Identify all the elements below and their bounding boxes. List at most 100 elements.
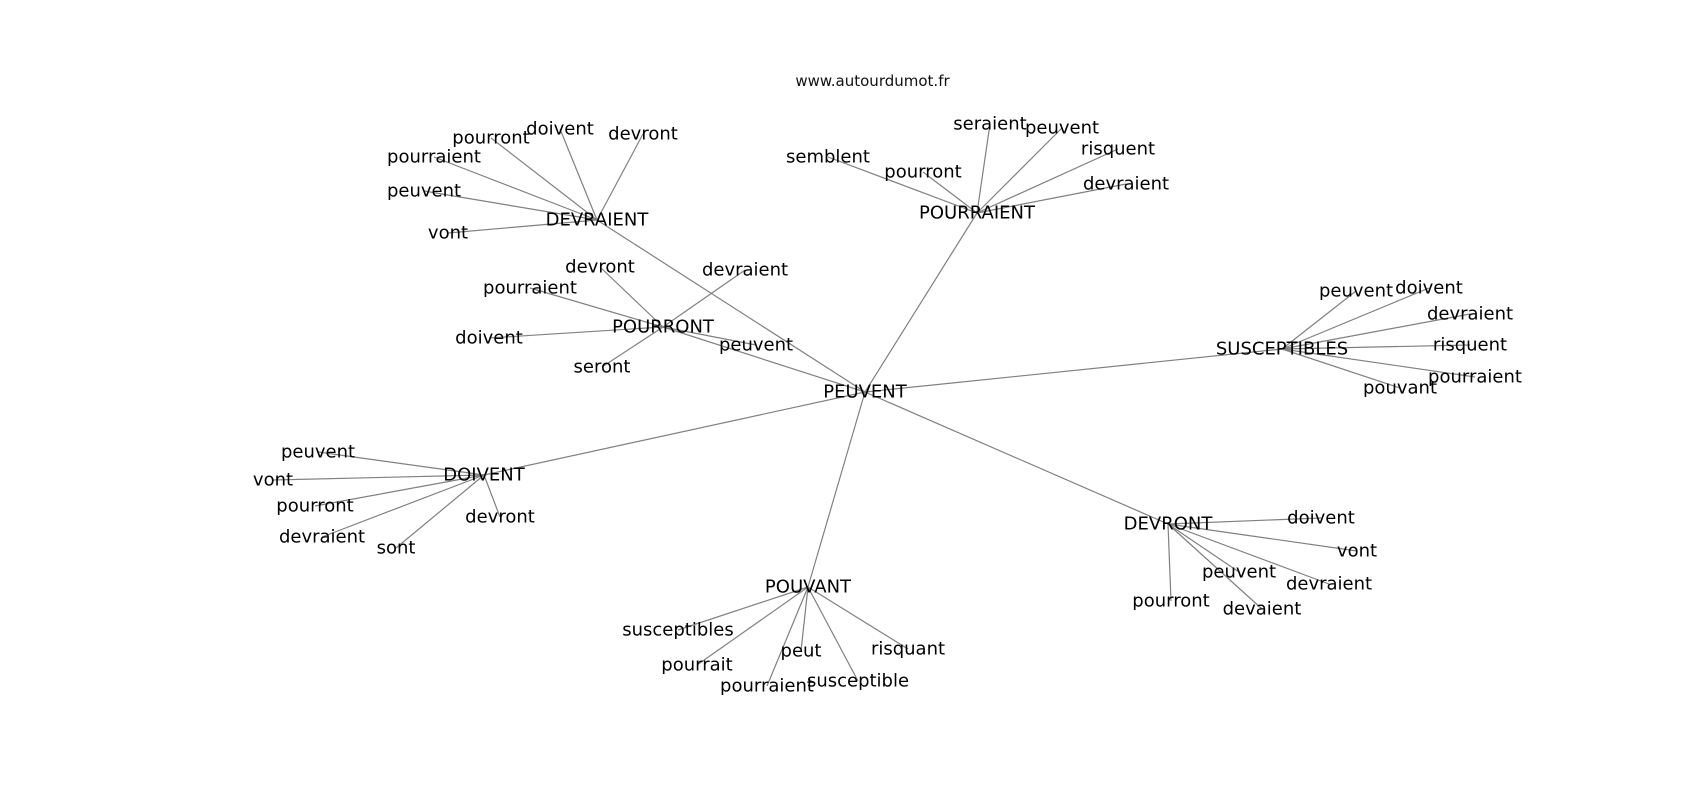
leaf-node-devront-4: pourront [1132, 591, 1209, 612]
edge-pouvant-susceptibles [677, 586, 809, 631]
edge-pourront-devraient [662, 269, 746, 328]
leaf-node-susceptibles-3: risquent [1433, 335, 1507, 356]
leaf-node-devront-1: vont [1337, 541, 1377, 562]
edge-pouvant-susceptible [807, 586, 859, 682]
edge-center-devraient [596, 219, 866, 393]
edge-doivent-peuvent [317, 451, 485, 476]
source-url-label: www.autourdumot.fr [795, 72, 950, 90]
edge-doivent-sont [395, 474, 485, 549]
edge-susceptibles-risquent [1281, 344, 1471, 350]
edge-pourront-doivent [488, 326, 664, 339]
leaf-node-pourront-3: doivent [455, 328, 523, 349]
edge-devraient-pourront [490, 137, 598, 221]
edge-pourraient-seraient [976, 123, 991, 214]
edge-center-devront [864, 391, 1169, 525]
leaf-node-pouvant-3: pourraient [720, 676, 814, 697]
edge-pouvant-pourraient [766, 586, 809, 687]
leaf-node-devraient-2: doivent [526, 119, 594, 140]
edge-pourraient-semblent [827, 156, 978, 214]
leaf-node-susceptibles-5: pouvant [1363, 378, 1437, 399]
leaf-node-pouvant-4: susceptible [807, 671, 909, 692]
leaf-node-pourront-2: devraient [702, 260, 788, 281]
edge-pouvant-risquant [807, 586, 909, 650]
leaf-node-pourront-0: devront [565, 257, 635, 278]
edge-pourraient-pourront [922, 171, 978, 214]
leaf-node-pouvant-1: pourrait [661, 655, 732, 676]
leaf-node-pourraient-3: peuvent [1025, 118, 1099, 139]
labels-layer: PEUVENTDEVRAIENTpourraientpourrontdoiven… [253, 114, 1522, 697]
edge-devraient-vont [447, 219, 598, 234]
leaf-node-pourraient-2: seraient [953, 114, 1026, 135]
edge-pouvant-pourrait [696, 586, 809, 666]
edge-center-pourront [662, 326, 866, 393]
leaf-node-susceptibles-2: devraient [1427, 304, 1513, 325]
edge-pourraient-devraient [976, 183, 1127, 214]
leaf-node-doivent-2: pourront [276, 496, 353, 517]
edge-susceptibles-pourraient [1281, 348, 1476, 378]
leaf-node-doivent-1: vont [253, 470, 293, 491]
edge-doivent-pourront [314, 474, 485, 507]
edge-pourront-pourraient [529, 287, 664, 328]
leaf-node-pourront-1: pourraient [483, 278, 577, 299]
leaf-node-doivent-3: devraient [279, 527, 365, 548]
leaf-node-pourront-5: peuvent [719, 335, 793, 356]
edge-center-doivent [483, 391, 866, 476]
edge-pourraient-peuvent [976, 127, 1063, 214]
edge-center-pouvant [807, 391, 866, 588]
leaf-node-devront-3: devraient [1286, 574, 1372, 595]
leaf-node-susceptibles-1: doivent [1395, 278, 1463, 299]
hub-node-pourraient: POURRAIENT [919, 203, 1036, 224]
edge-devront-doivent [1167, 517, 1322, 525]
leaf-node-susceptibles-4: pourraient [1428, 367, 1522, 388]
edge-devraient-peuvent [423, 190, 598, 221]
edge-devront-devraient [1167, 523, 1330, 585]
leaf-node-devraient-4: peuvent [387, 181, 461, 202]
edge-pourront-seront [601, 326, 664, 368]
edges-layer [272, 123, 1476, 687]
hub-node-susceptibles: SUSCEPTIBLES [1216, 339, 1348, 360]
leaf-node-devraient-5: vont [428, 223, 468, 244]
edge-devront-peuvent [1167, 523, 1240, 573]
edge-susceptibles-devraient [1281, 313, 1471, 350]
leaf-node-doivent-0: peuvent [281, 442, 355, 463]
leaf-node-pourraient-5: devraient [1083, 174, 1169, 195]
center-node-label: PEUVENT [823, 382, 908, 403]
leaf-node-pourront-4: seront [574, 357, 631, 378]
edge-center-susceptibles [864, 348, 1283, 393]
leaf-node-pourraient-4: risquent [1081, 139, 1155, 160]
edge-devront-pourront [1167, 523, 1172, 602]
leaf-node-pouvant-5: risquant [871, 639, 945, 660]
edge-doivent-devraient [321, 474, 485, 538]
hub-node-pourront: POURRONT [612, 317, 715, 338]
edge-susceptibles-peuvent [1281, 290, 1357, 350]
hub-node-devraient: DEVRAIENT [546, 210, 650, 231]
edge-pouvant-peut [800, 586, 809, 652]
leaf-node-devraient-1: pourront [452, 128, 529, 149]
leaf-node-pouvant-2: peut [781, 641, 822, 662]
edge-devraient-devront [596, 133, 644, 221]
edge-pourront-peuvent [662, 326, 757, 346]
leaf-node-pourraient-1: pourront [884, 162, 961, 183]
edge-susceptibles-doivent [1281, 287, 1430, 350]
leaf-node-susceptibles-0: peuvent [1319, 281, 1393, 302]
leaf-node-doivent-5: devront [465, 507, 535, 528]
leaf-node-pouvant-0: susceptibles [622, 620, 734, 641]
leaf-node-pourraient-0: semblent [786, 147, 870, 168]
edge-pourraient-risquent [976, 148, 1119, 214]
edge-devront-vont [1167, 523, 1358, 552]
hub-node-doivent: DOIVENT [443, 465, 525, 486]
edge-devraient-pourraient [433, 156, 598, 221]
leaf-node-devront-2: peuvent [1202, 562, 1276, 583]
edge-doivent-vont [272, 474, 485, 481]
edge-devraient-doivent [559, 128, 598, 221]
leaf-node-devraient-3: devront [608, 124, 678, 145]
edge-devront-devaient [1167, 523, 1263, 610]
leaf-node-devraient-0: pourraient [387, 147, 481, 168]
leaf-node-devront-5: devaient [1223, 599, 1302, 620]
hub-node-devront: DEVRONT [1124, 514, 1214, 535]
edge-susceptibles-pouvant [1281, 348, 1401, 389]
hub-node-pouvant: POUVANT [765, 577, 852, 598]
edge-pourront-devront [599, 266, 664, 328]
edge-doivent-devront [483, 474, 501, 518]
